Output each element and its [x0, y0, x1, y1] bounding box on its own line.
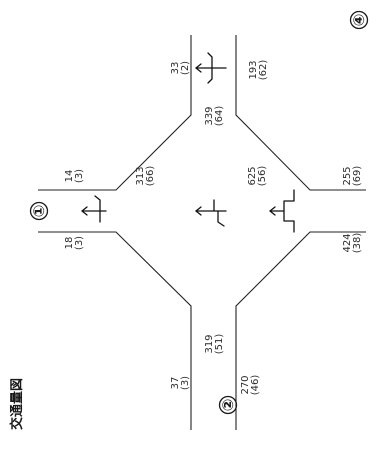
arrow-group-node1	[81, 195, 107, 223]
road-network	[38, 35, 366, 430]
count-peak: (3)	[74, 236, 85, 250]
count-peak: (64)	[214, 106, 225, 127]
arrow-head-icon	[195, 206, 202, 216]
arrow-head-icon	[195, 63, 202, 73]
count-value: 424	[342, 233, 353, 252]
count-label-n4-mid: 339 (64)	[204, 106, 225, 127]
arrow-group-node3	[269, 189, 295, 233]
count-label-n2-top: 37 (3)	[170, 376, 191, 390]
diagram-title: 交通量図	[9, 378, 25, 430]
node-number-1: ①	[30, 205, 48, 218]
count-value: 319	[204, 334, 215, 353]
count-peak: (62)	[258, 60, 269, 81]
node-marker-2: ②	[218, 395, 238, 415]
left-turn-arrow-icon	[94, 195, 101, 212]
count-peak: (2)	[180, 61, 191, 75]
count-value: 33	[170, 62, 181, 75]
count-peak: (3)	[74, 169, 85, 183]
count-peak: (46)	[250, 375, 261, 396]
count-label-n4-right: 193 (62)	[248, 60, 269, 81]
count-label-n3-bottom: 424 (38)	[342, 233, 363, 254]
count-label-n1-left: 18 (3)	[64, 236, 85, 250]
count-peak: (56)	[257, 166, 268, 187]
arrow-group-node2	[195, 199, 227, 227]
count-peak: (66)	[145, 166, 156, 187]
right-turn-arrow-icon	[207, 67, 213, 84]
count-value: 625	[247, 166, 258, 185]
road-edge-lower-south	[235, 231, 366, 430]
node-marker-4: ④	[349, 10, 369, 30]
road-edge-lower-north	[235, 35, 366, 191]
count-value: 255	[342, 166, 353, 185]
count-label-n2-bottom: 270 (46)	[240, 375, 261, 396]
arrow-head-icon	[81, 206, 88, 216]
node-marker-1: ①	[29, 201, 49, 221]
count-value: 270	[240, 375, 251, 394]
count-peak: (38)	[352, 233, 363, 254]
count-value: 193	[248, 60, 259, 79]
count-value: 18	[64, 237, 75, 250]
count-label-n3-right: 255 (69)	[342, 166, 363, 187]
right-turn-arrow-icon	[217, 210, 225, 227]
count-value: 14	[64, 170, 75, 183]
count-peak: (51)	[214, 334, 225, 355]
count-peak: (3)	[180, 376, 191, 390]
arrow-head-icon	[269, 206, 276, 216]
split-arrow-icon	[283, 189, 295, 233]
count-peak: (69)	[352, 166, 363, 187]
road-edge-upper-south	[38, 231, 192, 430]
left-turn-arrow-icon	[207, 52, 213, 69]
count-label-n1-right: 313 (66)	[135, 166, 156, 187]
count-value: 339	[204, 106, 215, 125]
count-value: 37	[170, 377, 181, 390]
count-label-n4-top: 33 (2)	[170, 61, 191, 75]
count-label-n2-mid: 319 (51)	[204, 334, 225, 355]
lane-arrows	[81, 52, 295, 233]
node-number-2: ②	[219, 399, 237, 412]
count-label-n3-top: 625 (56)	[247, 166, 268, 187]
road-edge-upper-north	[38, 35, 192, 191]
arrow-group-node4	[195, 52, 227, 84]
count-value: 313	[135, 166, 146, 185]
count-label-n1-top: 14 (3)	[64, 169, 85, 183]
node-number-4: ④	[350, 14, 368, 27]
